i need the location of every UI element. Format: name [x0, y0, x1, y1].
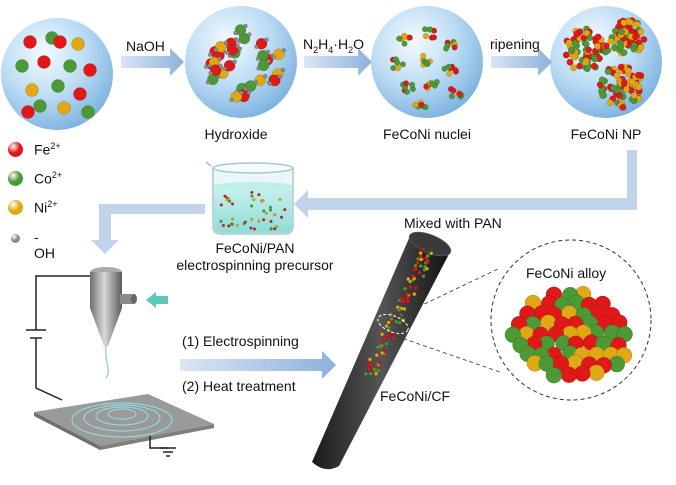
label-step1: (1) Electrospinning: [182, 333, 299, 349]
sphere-ions: [1, 18, 113, 130]
fe-ion-icon: [8, 142, 23, 157]
label-precursor-line2: electrospinning precursor: [176, 257, 334, 273]
label-hydrazine: N2H4·H2O: [303, 36, 364, 55]
label-hydroxide: Hydroxide: [204, 126, 268, 142]
alloy-magnified: [490, 239, 652, 401]
label-precursor-line1: FeCoNi/PAN: [215, 240, 295, 256]
sphere-hydroxide: [185, 6, 297, 118]
electrospinning-setup: [26, 267, 214, 457]
legend-ion: Co: [34, 170, 52, 187]
label-naoh: NaOH: [126, 38, 165, 54]
label-mixed-with-pan: Mixed with PAN: [404, 215, 502, 231]
label-alloy: FeCoNi alloy: [526, 265, 607, 281]
sphere-nuclei: [371, 6, 483, 118]
precursor-beaker: [205, 161, 294, 235]
legend-ion: Ni: [34, 199, 48, 216]
label-np: FeCoNi NP: [570, 126, 642, 142]
label-step2: (2) Heat treatment: [182, 378, 296, 394]
label-cf: FeCoNi/CF: [380, 388, 451, 404]
ni-ion-icon: [8, 200, 23, 215]
arrow-hydrazine: [304, 48, 372, 76]
arrow-to-setup: [91, 204, 205, 254]
carbon-fiber: [312, 231, 501, 470]
arrow-mixed-with-pan: [294, 150, 637, 218]
feed-arrow-icon: [146, 292, 168, 308]
arrow-ripening: [491, 48, 552, 76]
arrow-naoh: [121, 48, 184, 76]
arrow-process: [180, 351, 336, 379]
label-nuclei: FeCoNi nuclei: [383, 126, 471, 142]
label-ripening: ripening: [490, 36, 540, 52]
sphere-np: [550, 6, 662, 118]
legend-ion: -OH: [34, 229, 55, 261]
oh-group-icon: [11, 234, 20, 243]
legend-ion: Fe: [34, 141, 51, 158]
co-ion-icon: [8, 171, 23, 186]
